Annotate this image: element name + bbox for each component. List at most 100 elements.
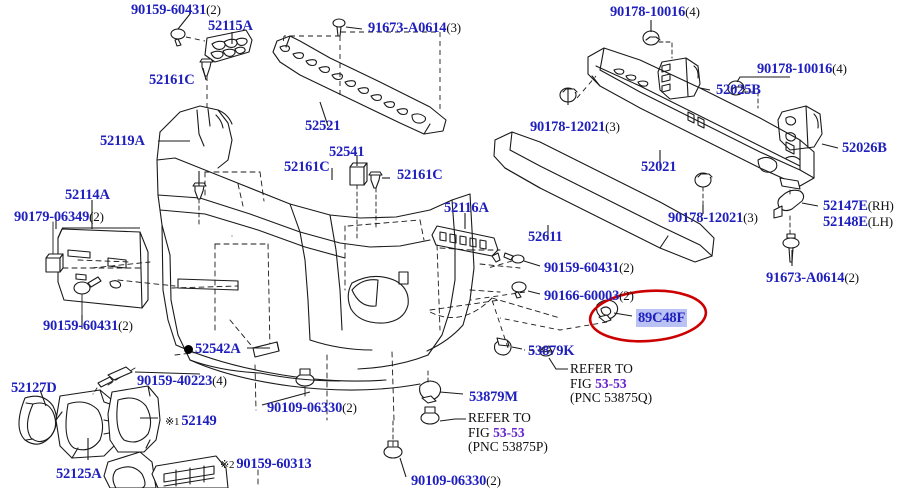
part-lower-grille-right: [151, 455, 229, 488]
part-number-text: 52542A: [195, 341, 241, 357]
part-number-label[interactable]: 52521: [305, 119, 340, 134]
part-number-label[interactable]: 52542A: [184, 342, 241, 357]
part-number-label[interactable]: 90178-12021(3): [530, 120, 620, 135]
part-number-label[interactable]: 52148E(LH): [823, 215, 893, 230]
part-number-label[interactable]: 52025B: [716, 83, 761, 98]
leader-52161C-top: [202, 67, 207, 81]
part-number-text: 52021: [641, 159, 677, 175]
part-number-label[interactable]: 52161C: [284, 160, 330, 175]
leader-52026B: [821, 143, 839, 149]
part-number-suffix: (2): [118, 318, 133, 333]
part-52116A-shape: [431, 225, 501, 263]
part-number-label[interactable]: 90166-60003(2): [544, 289, 634, 304]
part-number-label[interactable]: 52147E(RH): [823, 199, 894, 214]
part-number-label[interactable]: 90109-06330(2): [267, 401, 357, 416]
part-number-label[interactable]: 52161C: [397, 168, 443, 183]
part-number-text: 91673-A0614: [368, 20, 447, 36]
part-number-text: 90159-60431: [544, 260, 620, 276]
part-number-label[interactable]: 52127D: [11, 381, 57, 396]
part-number-label[interactable]: 90178-10016(4): [610, 5, 700, 20]
part-number-text: 52127D: [11, 380, 57, 396]
fastener-90166-60003: [511, 281, 527, 299]
part-number-label[interactable]: 52114A: [65, 188, 110, 203]
leader-90159-60431-top: [177, 13, 191, 30]
part-number-text: 52161C: [284, 159, 330, 175]
part-number-label[interactable]: 52116A: [444, 201, 489, 216]
part-number-label[interactable]: 52026B: [842, 141, 887, 156]
part-number-text: 90109-06330: [411, 473, 487, 488]
part-52147E-52148E-shape: [773, 182, 805, 241]
red-annotation-ellipse: [588, 289, 708, 343]
part-number-label[interactable]: 52541: [329, 145, 364, 160]
part-number-text: 52115A: [208, 18, 253, 34]
part-number-label[interactable]: 53879M: [469, 390, 518, 405]
part-number-label[interactable]: 52119A: [100, 134, 145, 149]
part-52611-shape: [493, 131, 715, 263]
part-52542A-shape: [252, 341, 280, 358]
part-number-label[interactable]: 91673-A0614(3): [368, 21, 461, 36]
part-number-suffix: (2): [844, 270, 859, 285]
part-number-label[interactable]: 90178-12021(3): [668, 211, 758, 226]
leader-52127D: [39, 389, 47, 407]
refer-to-fig-number[interactable]: 53-53: [493, 424, 525, 440]
part-number-label[interactable]: 90179-06349(2): [14, 210, 104, 225]
part-number-label[interactable]: 90159-60431(2): [131, 3, 221, 18]
part-number-label[interactable]: 90178-10016(4): [757, 62, 847, 77]
fastener-91673-A0614-top: [332, 18, 346, 37]
part-52541-shape: [349, 162, 368, 241]
part-number-text: 52611: [528, 229, 563, 245]
refer-to-fig-line: FIG 53-53: [570, 375, 652, 392]
part-number-label[interactable]: 52125A: [56, 467, 102, 482]
leader-91673-A0614-top: [345, 26, 363, 30]
leader-refer-53875Q: [548, 357, 568, 370]
part-number-suffix: (4): [832, 61, 847, 76]
fastener-90178-12021-lower: [694, 172, 713, 206]
part-number-text: 91673-A0614: [766, 270, 845, 286]
part-number-text: 90179-06349: [14, 209, 90, 225]
part-number-text: 52521: [305, 118, 341, 134]
part-number-label[interactable]: 90159-60431(2): [544, 261, 634, 276]
part-number-text: 90178-10016: [610, 4, 686, 20]
refer-to-fig-prefix: FIG: [570, 375, 596, 391]
highlighted-part-text: 89C48F: [636, 309, 688, 327]
part-number-label[interactable]: 91673-A0614(2): [766, 271, 859, 286]
part-52521-shape: [272, 35, 447, 135]
part-number-text: 53879K: [528, 343, 575, 359]
part-number-label[interactable]: 90159-60431(2): [43, 319, 133, 334]
part-number-text: 90159-60431: [131, 2, 207, 18]
part-number-suffix: (2): [206, 2, 221, 17]
part-number-text: 52147E: [823, 198, 868, 214]
part-52114A-shape: [57, 228, 149, 309]
part-52025B-shape: [657, 57, 701, 100]
part-number-label[interactable]: 52611: [528, 229, 563, 245]
fastener-52161C-mid: [192, 182, 207, 226]
part-number-label[interactable]: 90159-40223(4): [137, 374, 227, 389]
leader-52025B: [699, 87, 711, 91]
refer-to-fig-number[interactable]: 53-53: [595, 375, 627, 391]
part-number-label[interactable]: 52161C: [149, 73, 195, 88]
refer-to-pnc: (PNC 53875P): [468, 439, 548, 454]
part-number-text: 90109-06330: [267, 400, 343, 416]
fastener-52161C-mid-right: [368, 171, 383, 231]
leader-89C48F: [613, 312, 633, 317]
part-number-label[interactable]: 52021: [641, 160, 676, 175]
part-number-text: 90178-12021: [668, 210, 744, 226]
part-number-label[interactable]: 53879K: [528, 343, 575, 359]
fastener-90179-06349: [45, 221, 64, 273]
part-number-suffix: (RH): [867, 198, 894, 213]
leader-53879K: [511, 346, 523, 350]
part-number-suffix: (4): [212, 373, 227, 388]
highlighted-part-number[interactable]: 89C48F: [636, 309, 688, 327]
part-53879K-shape: [493, 337, 512, 356]
leader-90178-10016-r: [736, 76, 790, 83]
part-number-label[interactable]: 90109-06330(2): [411, 474, 501, 488]
part-number-suffix: (2): [342, 400, 357, 415]
part-lower-grille-left: [103, 451, 157, 488]
leader-52147E: [801, 202, 819, 207]
fastener-90159-60431-top: [170, 28, 186, 47]
part-number-text: 90166-60003: [544, 288, 620, 304]
part-number-label[interactable]: 52115A: [208, 19, 253, 34]
